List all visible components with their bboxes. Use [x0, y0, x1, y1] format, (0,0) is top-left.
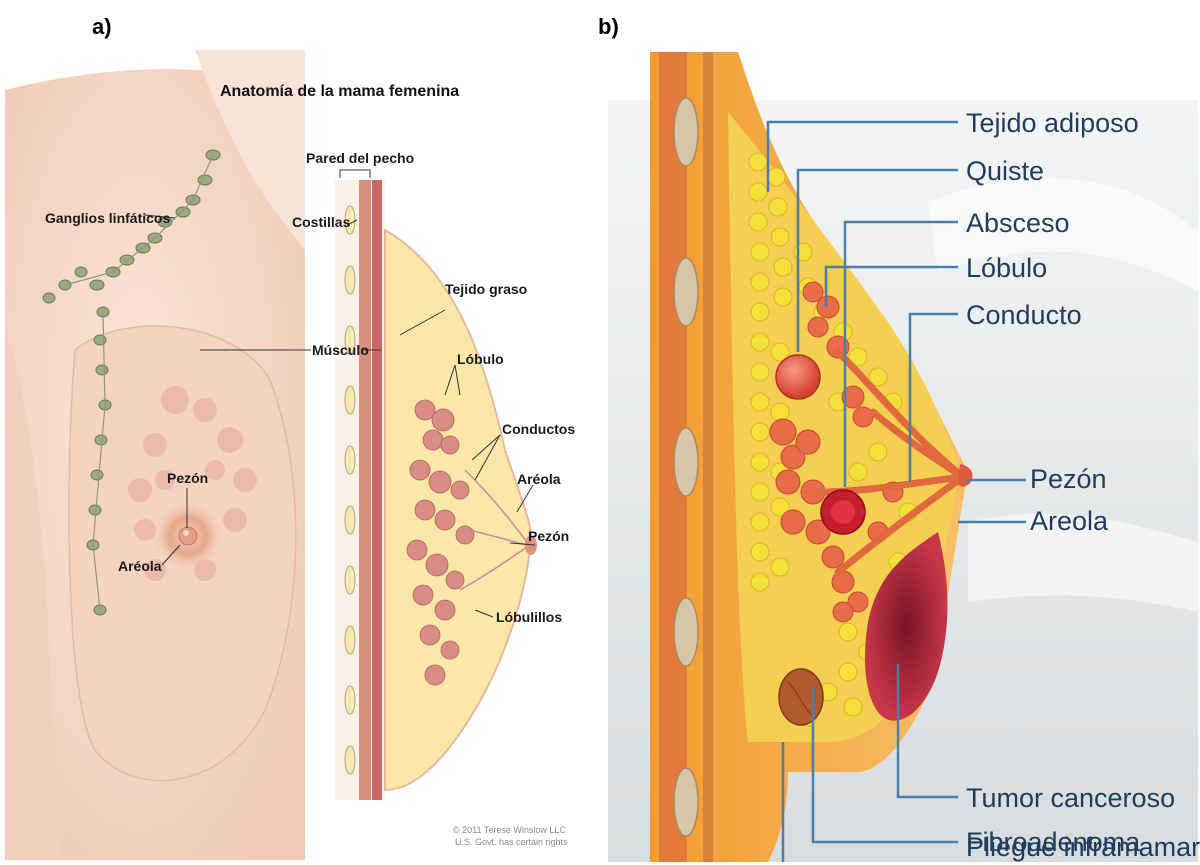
- label-conducto: Conducto: [966, 300, 1082, 330]
- label-lobulo: Lóbulo: [457, 351, 504, 367]
- label-costillas: Costillas: [292, 214, 351, 230]
- label-pared-del-pecho: Pared del pecho: [306, 150, 414, 166]
- label-areola-side: Aréola: [517, 471, 561, 487]
- nipple-front: [179, 527, 197, 545]
- copyright-line-2: U.S. Govt. has certain rights: [455, 837, 568, 847]
- panel-a-illustration: Anatomía de la mama femenina Pared del p…: [5, 50, 580, 860]
- label-tumor-canceroso: Tumor canceroso: [966, 783, 1175, 813]
- label-areola-front: Aréola: [118, 558, 162, 574]
- cyst: [776, 355, 820, 399]
- copyright-line-1: © 2011 Terese Winslow LLC: [453, 825, 566, 835]
- label-musculo: Músculo: [312, 342, 369, 358]
- fibroadenoma: [779, 669, 823, 725]
- label-absceso: Absceso: [966, 208, 1070, 238]
- label-lobulo-b: Lóbulo: [966, 253, 1047, 283]
- label-lobulillos: Lóbulillos: [496, 609, 562, 625]
- panel-a-label: a): [92, 14, 112, 40]
- label-tejido-adiposo: Tejido adiposo: [966, 108, 1139, 138]
- label-pezon-front: Pezón: [167, 470, 208, 486]
- panel-b-bottom-label: Pliegue inframamario: [600, 825, 1200, 865]
- label-tejido-graso: Tejido graso: [445, 281, 527, 297]
- label-pliegue-inframamario: Pliegue inframamario: [966, 832, 1200, 862]
- label-pezon-side: Pezón: [528, 528, 569, 544]
- cross-section: [335, 180, 537, 800]
- label-quiste: Quiste: [966, 156, 1044, 186]
- label-ganglios-linfaticos: Ganglios linfáticos: [45, 210, 170, 226]
- panel-a-title: Anatomía de la mama femenina: [220, 83, 459, 100]
- panel-b-label: b): [598, 14, 619, 40]
- label-conductos: Conductos: [502, 421, 575, 437]
- panel-b-illustration: Tejido adiposo Quiste Absceso Lóbulo Con…: [608, 52, 1198, 862]
- label-pezon-b: Pezón: [1030, 464, 1107, 494]
- label-areola-b: Areola: [1030, 506, 1109, 536]
